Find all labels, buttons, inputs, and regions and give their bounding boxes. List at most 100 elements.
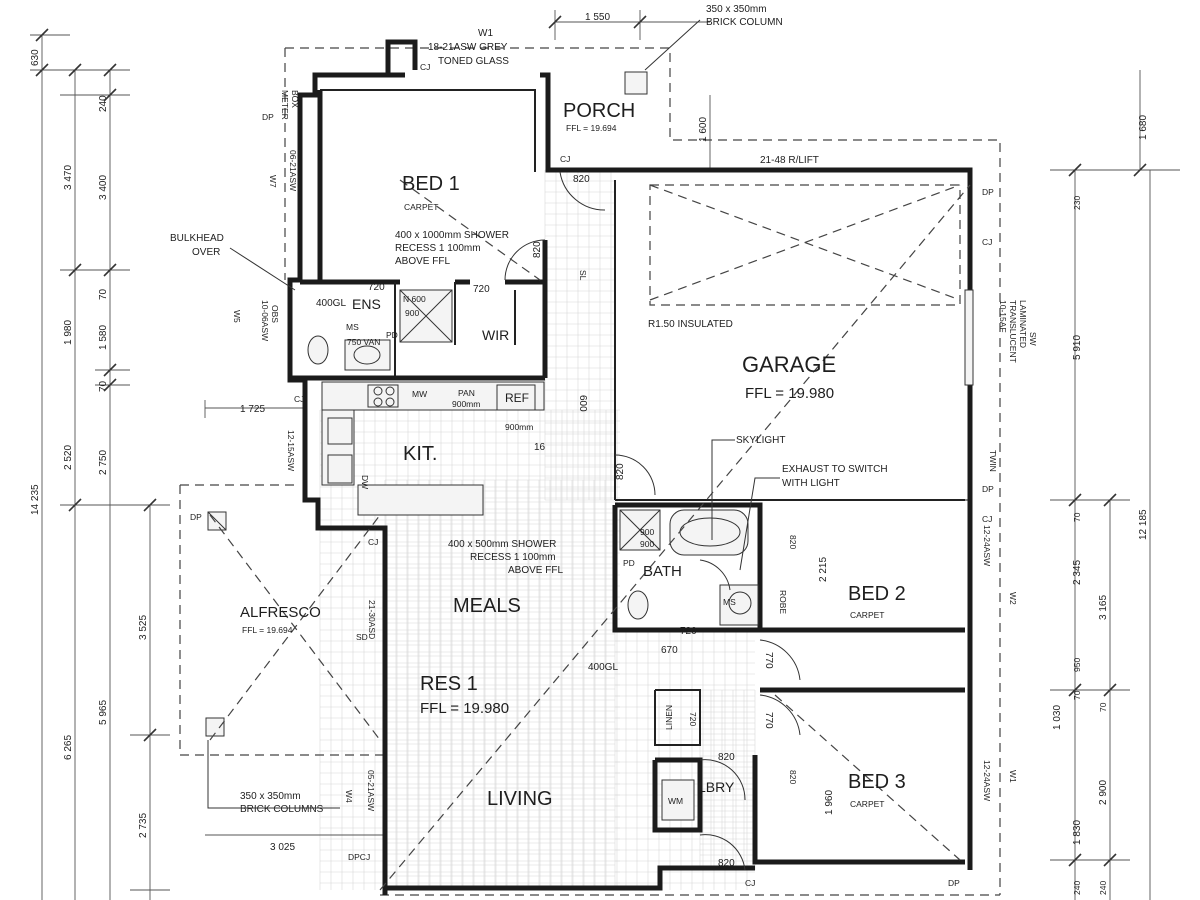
room-res1-ffl: FFL = 19.980 (420, 700, 509, 717)
note-w-bed2: 12-24ASW (982, 525, 992, 566)
note-pd-2: PD (623, 558, 635, 568)
note-pd-1: PD (386, 330, 398, 340)
dim-left: 3 525 (138, 615, 149, 640)
dim-right: 1 680 (1138, 115, 1149, 140)
note-meter-1: METER (280, 90, 290, 120)
note-shower1-2: RECESS 1 100mm (395, 243, 481, 254)
kitchen-benches (321, 381, 545, 516)
note-brick-col-2: BRICK COLUMN (706, 17, 783, 28)
annotations: W1 18-21ASW GREY TONED GLASS 350 x 350mm… (170, 4, 1038, 888)
note-shower2-2: RECESS 1 100mm (470, 552, 556, 563)
note-w-kit: 12-15ASW (286, 430, 296, 471)
note-gl-2: 400GL (588, 662, 618, 673)
room-linen: LINEN (664, 705, 674, 730)
dim-top: 1 550 (585, 12, 610, 23)
dim-1960: 1 960 (824, 790, 835, 815)
dim-right: 70 (1072, 512, 1082, 522)
dim-16: 16 (534, 442, 546, 453)
note-van: 750 VAN (347, 337, 380, 347)
note-dp-2: DP (190, 512, 202, 522)
note-twin: TWIN (988, 450, 998, 472)
room-alfresco: ALFRESCO (240, 604, 321, 621)
note-w-bed3: 12-24ASW (982, 760, 992, 801)
note-shower2-size2: 900 (640, 539, 654, 549)
dim-820c: 820 (615, 463, 626, 480)
room-labels: BED 1 CARPET PORCH FFL = 19.694 GARAGE F… (240, 100, 906, 810)
note-dpcj: DPCJ (348, 852, 370, 862)
note-cj-4: CJ (982, 237, 992, 247)
note-exhaust-2: WITH LIGHT (782, 478, 840, 489)
bathroom-fixtures (205, 289, 759, 821)
note-w-bed1: 06-21ASW (288, 150, 298, 191)
note-mw: MW (412, 389, 427, 399)
note-dp-5: DP (982, 484, 994, 494)
note-w4: W4 (344, 790, 354, 803)
note-gl-1: 400GL (316, 298, 346, 309)
dim-left: 2 735 (138, 813, 149, 838)
room-bed2-floor: CARPET (850, 610, 884, 620)
dim-left: 1 580 (98, 325, 109, 350)
dim-820e: 820 (718, 858, 735, 869)
dimension-lines (30, 10, 1180, 900)
room-bed3-floor: CARPET (850, 799, 884, 809)
room-bed2: BED 2 (848, 583, 906, 605)
dim-left: 5 965 (98, 700, 109, 725)
dim-right: 240 (1098, 881, 1108, 895)
note-cj-2: CJ (294, 394, 304, 404)
note-brick-cols-2: BRICK COLUMNS (240, 804, 324, 815)
room-alfresco-ffl: FFL = 19.694 (242, 625, 293, 635)
note-shower2-3: ABOVE FFL (508, 565, 563, 576)
note-bulkhead-1: BULKHEAD (170, 233, 224, 244)
dim-left: 14 235 (30, 484, 41, 515)
room-living: LIVING (487, 788, 553, 810)
dim-820a: 820 (573, 174, 590, 185)
dim-right: 1 830 (1072, 820, 1083, 845)
note-w-ens-2: OBS (270, 305, 280, 323)
room-lbry: LBRY (698, 779, 735, 795)
room-bath: BATH (643, 563, 682, 580)
note-rlift: 21-48 R/LIFT (760, 155, 819, 166)
dim-right: 70 (1072, 690, 1082, 700)
room-porch-ffl: FFL = 19.694 (566, 123, 617, 133)
note-garage-win-2: TRANSLUCENT (1008, 300, 1018, 363)
room-porch: PORCH (563, 100, 635, 122)
note-dp-3: DP (948, 878, 960, 888)
dim-right: 240 (1072, 881, 1082, 895)
note-cj-5: CJ (982, 514, 992, 524)
note-garage-win-1: 10-15AF (998, 300, 1008, 333)
dim-left: 630 (30, 49, 41, 66)
dim-2215: 2 215 (818, 557, 829, 582)
dim-820d: 820 (718, 752, 735, 763)
room-wir: WIR (482, 327, 509, 343)
dim-820b: 820 (532, 241, 543, 258)
note-ms-1: MS (346, 322, 359, 332)
dim-left: 2 750 (98, 450, 109, 475)
note-dp-1: DP (262, 112, 274, 122)
room-meals: MEALS (453, 595, 521, 617)
note-cj-1: CJ (420, 62, 430, 72)
note-dp-4: DP (982, 187, 994, 197)
note-skylight: SKYLIGHT (736, 435, 785, 446)
note-shower2-1: 400 x 500mm SHOWER (448, 539, 556, 550)
note-shower1-size: N 600 (403, 294, 426, 304)
note-dw: DW (360, 475, 370, 489)
note-w-ens-1: 10-06ASW (260, 300, 270, 341)
room-kit: KIT. (403, 443, 437, 465)
note-ref-size: 900mm (505, 422, 533, 432)
note-bulkhead-2: OVER (192, 247, 220, 258)
note-window-top-2: 18-21ASW GREY (428, 42, 508, 53)
dim-820f: 820 (788, 535, 798, 549)
room-bed1: BED 1 (402, 173, 460, 195)
dimension-ticks (35, 15, 1147, 867)
dim-wir-720: 720 (473, 284, 490, 295)
dim-top: 1 600 (698, 117, 709, 142)
note-pan-size: 900mm (452, 399, 480, 409)
dim-820g: 820 (788, 770, 798, 784)
dim-720d: 720 (688, 712, 698, 726)
room-bed3: BED 3 (848, 771, 906, 793)
note-shower1-3: ABOVE FFL (395, 256, 450, 267)
note-w2: W2 (1008, 592, 1018, 605)
note-w1: W1 (1008, 770, 1018, 783)
walls (287, 39, 974, 895)
